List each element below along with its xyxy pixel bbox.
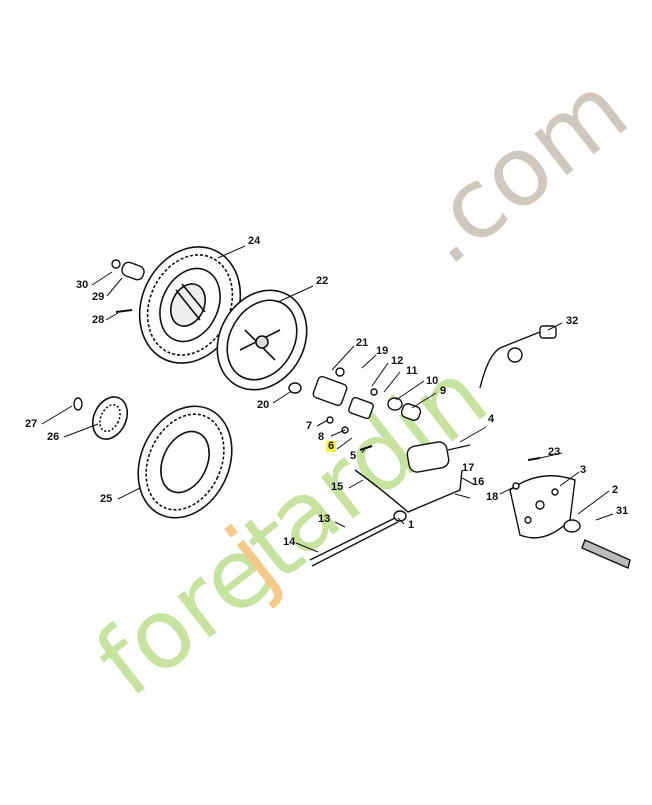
part-label-20[interactable]: 20 [257,399,270,411]
part-label-6-highlighted[interactable]: 6 [326,440,337,452]
part-label-11[interactable]: 11 [406,365,418,377]
breaker-assembly [312,367,422,434]
part-label-7[interactable]: 7 [306,420,313,432]
part-label-24[interactable]: 24 [248,235,261,247]
washer-18 [512,482,520,490]
part-label-12[interactable]: 12 [391,355,404,367]
part-label-28[interactable]: 28 [92,314,105,326]
part-label-22[interactable]: 22 [316,275,329,287]
part-label-10[interactable]: 10 [426,375,439,387]
part-label-16[interactable]: 16 [472,476,485,488]
part-label-29[interactable]: 29 [92,291,105,303]
spacer-29 [111,259,145,281]
part-label-27[interactable]: 27 [25,418,38,430]
stator-plate-3 [509,475,576,539]
part-label-4[interactable]: 4 [488,413,495,425]
watermark: foret j ardin .com [75,53,648,718]
flywheel-25 [137,405,233,519]
screw-28 [115,309,133,313]
part-label-23[interactable]: 23 [548,446,561,458]
washer-27 [73,397,83,411]
part-label-8[interactable]: 8 [318,431,325,443]
part-label-19[interactable]: 19 [376,345,389,357]
leader-lines [41,245,614,553]
ignition-coil-4 [406,441,471,473]
rotor-22 [216,289,308,391]
part-label-25[interactable]: 25 [100,493,113,505]
part-label-26[interactable]: 26 [47,431,60,443]
bearing-26 [91,396,129,440]
watermark-grey-text: .com [393,53,648,286]
part-label-5[interactable]: 5 [350,450,357,462]
nut-20 [288,382,302,394]
part-label-30[interactable]: 30 [76,279,89,291]
part-label-18[interactable]: 18 [486,491,499,503]
part-label-2[interactable]: 2 [612,484,619,496]
screw-23 [527,457,541,461]
cable-1 [309,469,463,567]
part-label-13[interactable]: 13 [318,513,331,525]
part-label-17[interactable]: 17 [462,462,475,474]
part-label-14[interactable]: 14 [283,536,296,548]
screw-5 [359,445,373,451]
part-label-3[interactable]: 3 [580,464,587,476]
part-label-31[interactable]: 31 [616,505,629,517]
part-label-15[interactable]: 15 [331,481,344,493]
part-label-21[interactable]: 21 [356,337,369,349]
part-label-1[interactable]: 1 [408,519,415,531]
part-label-9[interactable]: 9 [440,385,447,397]
shaft-2 [563,519,631,569]
spark-lead-32 [479,325,557,389]
part-label-32[interactable]: 32 [566,315,579,327]
